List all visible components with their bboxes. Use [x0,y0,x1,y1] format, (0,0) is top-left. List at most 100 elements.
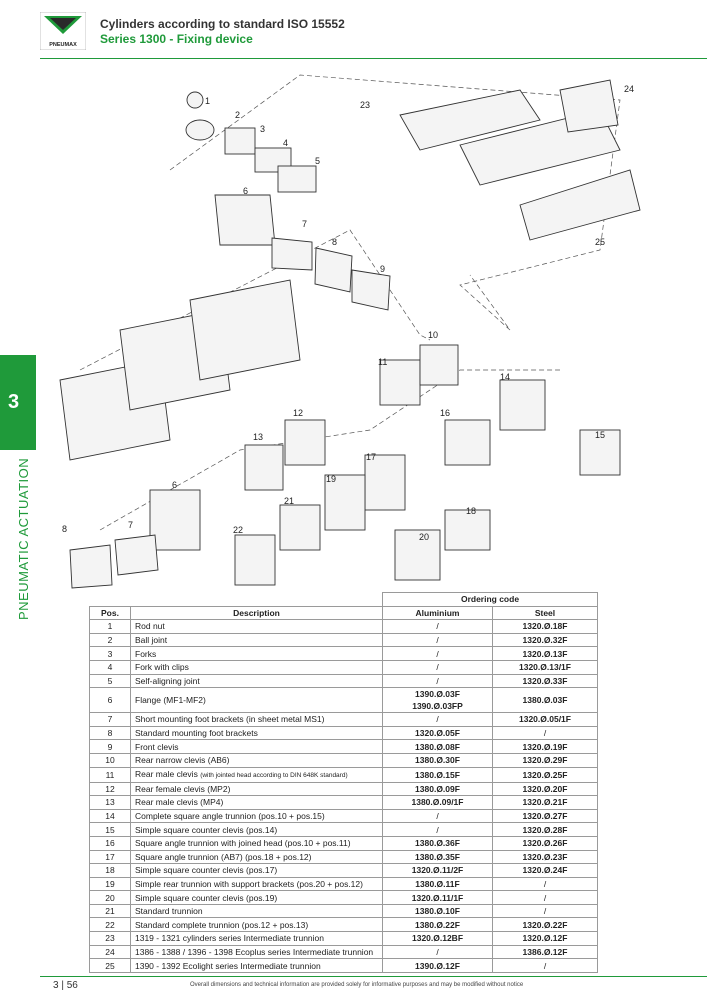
pneumax-logo: PNEUMAX [40,12,86,50]
row-aluminium: 1320.Ø.11/1F [382,890,493,905]
row-aluminium: 1380.Ø.22F [382,917,493,933]
row-steel: 1320.Ø.20F [492,781,598,797]
row-aluminium: 1380.Ø.10F [382,903,493,919]
row-pos: 12 [89,781,131,797]
counter-clevis-18 [444,509,491,551]
row-aluminium: 1380.Ø.11F [382,876,493,892]
row-pos: 3 [89,646,131,661]
trunnion-19 [324,474,366,531]
chapter-number: 3 [8,391,20,413]
row-steel: 1320.Ø.12F [492,931,598,946]
row-description: Short mounting foot brackets (in sheet m… [130,712,383,727]
col-pos: Pos. [89,605,131,621]
row-description: Rear male clevis (MP4) [130,795,383,810]
foot-7-top [271,237,313,271]
row-aluminium: 1380.Ø.08F [382,739,493,754]
row-description: Square angle trunnion with joined head (… [130,835,383,851]
row-description: Ball joint [130,632,383,648]
row-description: Complete square angle trunnion (pos.10 +… [130,808,383,824]
row-steel: 1320.Ø.19F [492,739,598,754]
row-pos: 4 [89,659,131,675]
row-pos: 25 [89,958,131,973]
label-18: 18 [466,506,476,516]
row-description: Simple rear trunnion with support bracke… [130,876,383,892]
row-description: Simple square counter clevis (pos.17) [130,863,383,878]
row-pos: 17 [89,849,131,865]
row-pos: 16 [89,835,131,851]
row-steel: 1320.Ø.33F [492,673,598,689]
row-pos: 9 [89,739,131,754]
row-description: Forks [130,646,383,661]
row-steel: 1320.Ø.18F [492,619,598,634]
trunnion-21 [279,504,321,551]
row-description: Self-aligning joint [130,673,383,689]
row-pos: 19 [89,876,131,892]
row-aluminium: / [382,808,493,824]
trunnion-17 [364,454,406,511]
cylinder-25 [519,169,641,241]
label-20: 20 [419,532,429,542]
foot-8-bottom [69,544,113,589]
row-pos: 14 [89,808,131,824]
label-6b: 6 [172,480,177,490]
foot-7-bottom [114,534,159,576]
label-5: 5 [315,156,320,166]
row-pos: 11 [89,766,131,783]
footer-disclaimer: Overall dimensions and technical informa… [190,982,524,988]
row-pos: 18 [89,863,131,878]
foot-8-top [314,247,353,293]
col-description: Description [130,605,383,621]
label-14: 14 [500,372,510,382]
page-subtitle: Series 1300 - Fixing device [100,32,253,46]
row-steel: 1320.Ø.28F [492,822,598,837]
row-steel: 1320.Ø.32F [492,632,598,648]
label-8b: 8 [62,524,67,534]
flange-6-top [214,194,276,246]
trunnion-24 [559,79,619,133]
logo-text: PNEUMAX [49,42,77,48]
row-aluminium: / [382,646,493,661]
col-steel: Steel [492,605,598,621]
clevis-12 [284,419,326,466]
footer-divider [40,976,707,977]
label-2: 2 [235,110,240,120]
counter-clevis-20 [394,529,441,581]
row-pos: 8 [89,725,131,741]
row-pos: 1 [89,619,131,634]
row-description: Rod nut [130,619,383,634]
row-steel: / [492,958,598,973]
label-25: 25 [595,237,605,247]
row-steel: / [492,903,598,919]
row-description: Standard complete trunnion (pos.12 + pos… [130,917,383,933]
row-aluminium: 1380.Ø.15F [382,766,493,783]
label-4: 4 [283,138,288,148]
row-pos: 24 [89,944,131,960]
clevis-11 [379,359,421,406]
row-pos: 23 [89,931,131,946]
row-description: Standard trunnion [130,903,383,919]
ordering-code-table: Ordering code Pos. Description Aluminium… [89,592,598,973]
row-aluminium: / [382,659,493,675]
label-22: 22 [233,525,243,535]
row-pos: 7 [89,712,131,727]
label-17: 17 [366,452,376,462]
label-19: 19 [326,474,336,484]
row-aluminium: 1380.Ø.36F [382,835,493,851]
section-label: PNEUMATIC ACTUATION [16,457,31,620]
row-steel: 1380.Ø.03F [492,687,598,714]
row-aluminium: / [382,822,493,837]
row-pos: 6 [89,687,131,714]
row-description: 1319 - 1321 cylinders series Intermediat… [130,931,383,946]
ordering-code-header: Ordering code [382,592,598,607]
row-description: Simple square counter clevis (pos.19) [130,890,383,905]
